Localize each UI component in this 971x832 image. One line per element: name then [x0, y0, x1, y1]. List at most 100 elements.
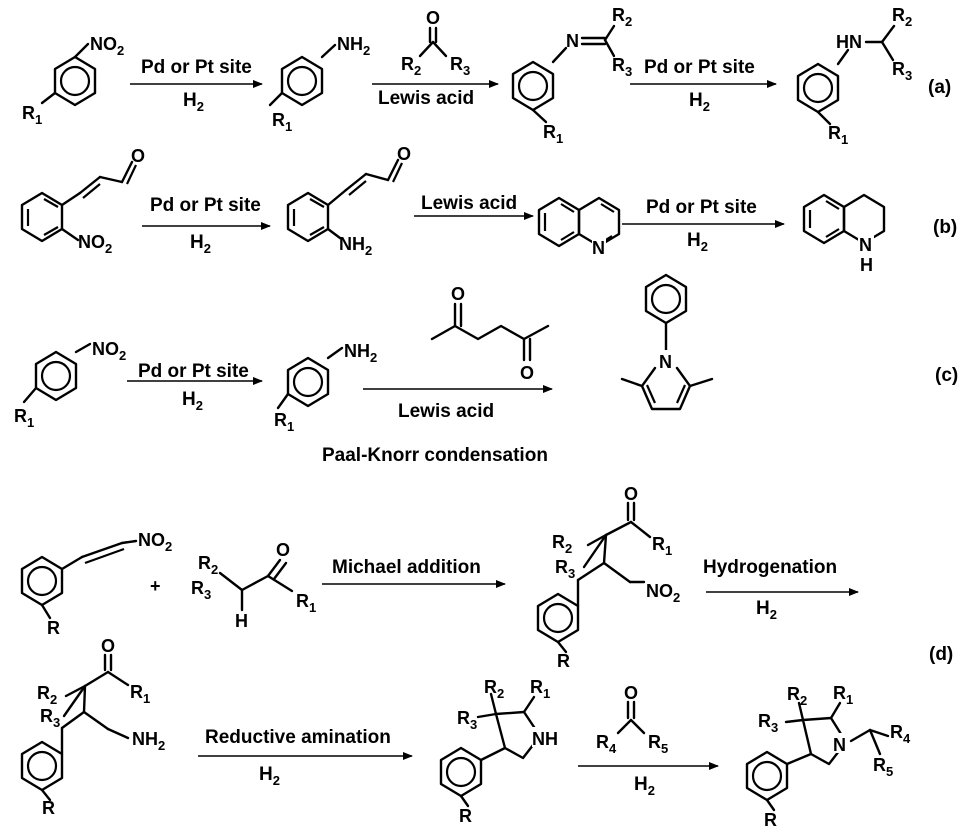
oxygen-label: O [131, 146, 145, 166]
lewis-acid-label: Lewis acid [421, 193, 517, 214]
oxygen-label: O [101, 636, 115, 656]
pyrrolidine: NH R2 R3 R1 R [439, 677, 568, 826]
pd-pt-label: Pd or Pt site [138, 361, 249, 382]
r-label: R [764, 810, 777, 830]
r-label: R [47, 618, 60, 638]
r3-label: R3 [892, 59, 912, 83]
nitrobenzene-c: NO2 R1 [14, 339, 126, 430]
n-alkyl-pyrrolidine: N R4 R5 R2 R3 R1 R [745, 683, 911, 830]
r1-label: R1 [652, 534, 672, 558]
tetrahydroquinoline: N H [802, 193, 886, 275]
r-label: R [459, 806, 472, 826]
nh2-label: NH2 [337, 34, 370, 58]
h2-label: H2 [259, 764, 280, 788]
r3-label: R3 [555, 557, 575, 581]
plus-sign: + [150, 576, 161, 596]
hydrogenation-label: Hydrogenation [703, 557, 837, 578]
r2-label: R2 [612, 5, 632, 29]
pd-pt-label: Pd or Pt site [141, 57, 252, 78]
nitrogen-label: N [592, 238, 605, 258]
oxygen-label: O [451, 284, 465, 304]
r3-label: R3 [758, 711, 778, 735]
r2-label: R2 [787, 684, 807, 708]
r-label: R [42, 798, 55, 818]
lewis-acid-label: Lewis acid [378, 88, 474, 109]
nitrogen-label: N [859, 235, 872, 255]
ketone-d: O H R2 R3 R1 [191, 540, 316, 631]
hydrogen-label: H [860, 255, 873, 275]
row-a: NO2 R1 Pd or Pt site H2 NH2 R1 O R2 R3 [22, 5, 951, 147]
row-label-c: (c) [935, 365, 958, 386]
h2-label: H2 [190, 232, 211, 256]
r-label: R [557, 651, 570, 671]
oxygen-label: O [426, 8, 440, 28]
pd-pt-label: Pd or Pt site [646, 197, 757, 218]
row-c: NO2 R1 Pd or Pt site H2 NH2 R1 O O Lewis… [14, 273, 958, 466]
hexanedione: O O [430, 284, 550, 383]
pd-pt-label: Pd or Pt site [644, 57, 755, 78]
r3-label: R3 [450, 54, 470, 78]
reductive-amination-label: Reductive amination [205, 727, 391, 748]
nitrostyrene: NO2 R [20, 530, 172, 638]
h2-label: H2 [687, 230, 708, 254]
r2-label: R2 [198, 553, 218, 577]
r2-label: R2 [401, 54, 421, 78]
amine-intermediate: O R1 R2 R3 NH2 R [20, 636, 165, 818]
nitro-label: NO2 [78, 232, 112, 256]
r1-label: R1 [22, 103, 42, 127]
r1-label: R1 [274, 410, 294, 434]
oxygen-label: O [520, 363, 534, 383]
r3-label: R3 [457, 708, 477, 732]
r2-label: R2 [37, 683, 57, 707]
nitrogen-label: N [566, 31, 579, 51]
quinoline: N [537, 196, 621, 258]
ketone-d2: O R4 R5 [596, 683, 668, 756]
phenylpyrrole: N [620, 273, 714, 411]
r1-label: R1 [272, 110, 292, 134]
nh2-label: NH2 [132, 729, 165, 753]
h2-label: H2 [634, 774, 655, 798]
hydrogen-label: H [235, 611, 248, 631]
r5-label: R5 [648, 732, 668, 756]
r3-label: R3 [612, 55, 632, 79]
oxygen-label: O [397, 144, 411, 164]
row-d: NO2 R + O H R2 R3 R1 Michael addition O [20, 484, 953, 830]
nitro-label: NO2 [138, 530, 172, 554]
aniline-c: NH2 R1 [274, 341, 377, 434]
h2-label: H2 [183, 90, 204, 114]
r1-label: R1 [530, 677, 550, 701]
michael-adduct: O R1 R2 R3 NO2 R [536, 484, 680, 671]
imine-a: N R2 R3 R1 [511, 5, 632, 146]
r1-label: R1 [828, 123, 848, 147]
r2-label: R2 [892, 5, 912, 29]
row-label-b: (b) [933, 217, 957, 238]
ketone-a: O R2 R3 [401, 8, 470, 78]
r2-label: R2 [484, 677, 504, 701]
nh2-label: NH2 [344, 341, 377, 365]
nitro-label: NO2 [646, 581, 680, 605]
michael-label: Michael addition [332, 557, 481, 578]
pd-pt-label: Pd or Pt site [150, 195, 261, 216]
r1-label: R1 [543, 122, 563, 146]
h2-label: H2 [182, 389, 203, 413]
r1-label: R1 [296, 591, 316, 615]
r3-label: R3 [40, 706, 60, 730]
aminocinnamaldehyde: O NH2 [286, 144, 411, 258]
r4-label: R4 [890, 722, 911, 746]
nh-label: NH [532, 729, 558, 749]
nitrogen-label: N [833, 735, 846, 755]
nitrogen-label: N [659, 352, 672, 372]
row-label-a: (a) [928, 77, 951, 98]
row-b: O NO2 Pd or Pt site H2 O NH2 Lewis acid [20, 144, 957, 275]
nitrocinnamaldehyde: O NO2 [20, 146, 145, 256]
lewis-acid-label: Lewis acid [398, 401, 494, 422]
r5-label: R5 [873, 755, 893, 779]
aniline-a: NH2 R1 [268, 34, 370, 134]
oxygen-label: O [624, 484, 638, 504]
r1-label: R1 [14, 406, 34, 430]
oxygen-label: O [624, 683, 638, 703]
nitro-label: NO2 [92, 339, 126, 363]
r1-label: R1 [833, 683, 853, 707]
r3-label: R3 [191, 578, 211, 602]
